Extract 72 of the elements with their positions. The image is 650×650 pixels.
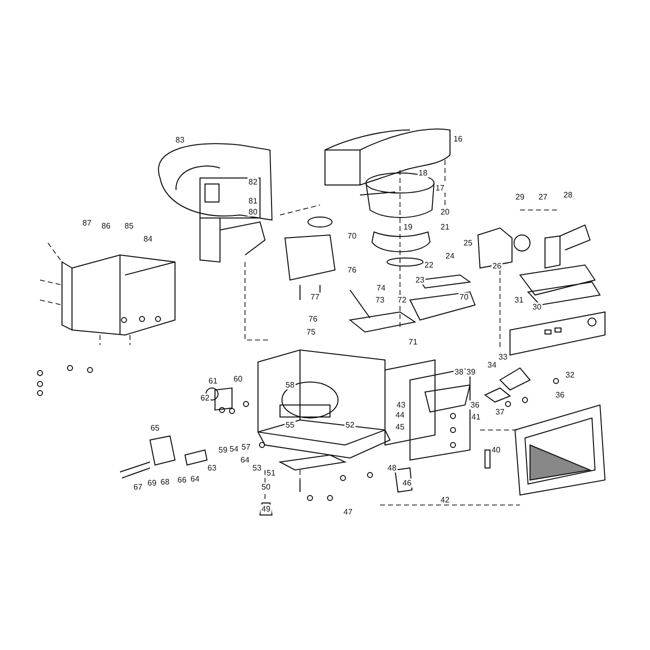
callout-number: 31: [514, 296, 524, 304]
callout-number: 51: [266, 468, 276, 478]
callout-number: 70: [458, 292, 470, 302]
callout-number: 27: [538, 192, 548, 202]
callout-number: 16: [452, 134, 464, 144]
callout-number: 53: [252, 464, 262, 472]
callout-number: 75: [306, 328, 316, 336]
callout-number: 42: [440, 496, 450, 504]
callout-number: 63: [206, 464, 218, 472]
callout-number: 55: [284, 420, 296, 430]
callout-number: 41: [470, 412, 482, 422]
callout-number: 84: [142, 234, 154, 244]
callout-number: 44: [394, 410, 406, 420]
callout-number: 86: [100, 222, 112, 230]
callout-number: 65: [150, 424, 160, 432]
callout-number: 39: [466, 368, 476, 376]
callout-number: 26: [492, 262, 502, 270]
callout-number: 70: [346, 232, 358, 240]
callout-number: 59: [218, 446, 228, 454]
callout-number: 68: [160, 478, 170, 486]
callout-number: 61: [208, 376, 218, 386]
callout-number: 64: [240, 456, 250, 464]
callout-number: 49: [260, 504, 272, 514]
callout-number: 83: [174, 136, 186, 144]
callout-number: 62: [200, 394, 210, 402]
callout-number: 76: [346, 266, 358, 274]
callout-number: 43: [396, 400, 406, 410]
callout-number: 37: [494, 408, 506, 416]
callout-number: 36: [554, 390, 566, 400]
callout-number: 72: [396, 296, 408, 304]
callout-number: 28: [562, 190, 574, 200]
callout-number: 48: [386, 464, 398, 472]
callout-number: 52: [344, 420, 356, 430]
callout-number: 17: [434, 184, 446, 192]
callout-number: 29: [514, 192, 526, 202]
callout-number: 30: [532, 302, 542, 312]
callout-number: 73: [374, 296, 386, 304]
callout-number: 54: [228, 444, 240, 454]
callout-number: 58: [284, 380, 296, 390]
callout-number: 66: [176, 476, 188, 484]
callout-number: 50: [260, 482, 272, 492]
callout-number: 87: [82, 218, 92, 228]
callout-number: 38: [454, 368, 464, 376]
callout-number: 40: [490, 446, 502, 454]
callout-number: 71: [408, 338, 418, 346]
callout-number: 60: [232, 374, 244, 384]
callout-number: 77: [310, 292, 320, 302]
callout-number: 82: [248, 178, 258, 186]
callout-number: 24: [444, 252, 456, 260]
callout-number: 36: [470, 400, 480, 410]
callout-number: 85: [124, 222, 134, 230]
callout-number: 18: [418, 168, 428, 178]
callout-number: 64: [190, 474, 200, 484]
callout-number: 67: [132, 482, 144, 492]
callout-number: 80: [248, 208, 258, 216]
callout-number: 20: [440, 208, 450, 216]
callout-number: 34: [486, 360, 498, 370]
callout-number: 22: [424, 260, 434, 270]
callout-number: 69: [146, 478, 158, 488]
callout-number: 47: [342, 508, 354, 516]
callout-number: 32: [564, 370, 576, 380]
callout-number: 45: [394, 422, 406, 432]
callout-number: 81: [248, 196, 258, 206]
callout-number: 23: [414, 276, 426, 284]
callout-number: 57: [240, 442, 252, 452]
callout-number: 76: [308, 314, 318, 324]
callout-number: 25: [462, 238, 474, 248]
callout-number: 21: [440, 222, 450, 232]
callout-number: 19: [402, 222, 414, 232]
callout-number: 74: [376, 284, 386, 292]
callout-number: 33: [498, 352, 508, 362]
callout-number: 46: [402, 478, 412, 488]
